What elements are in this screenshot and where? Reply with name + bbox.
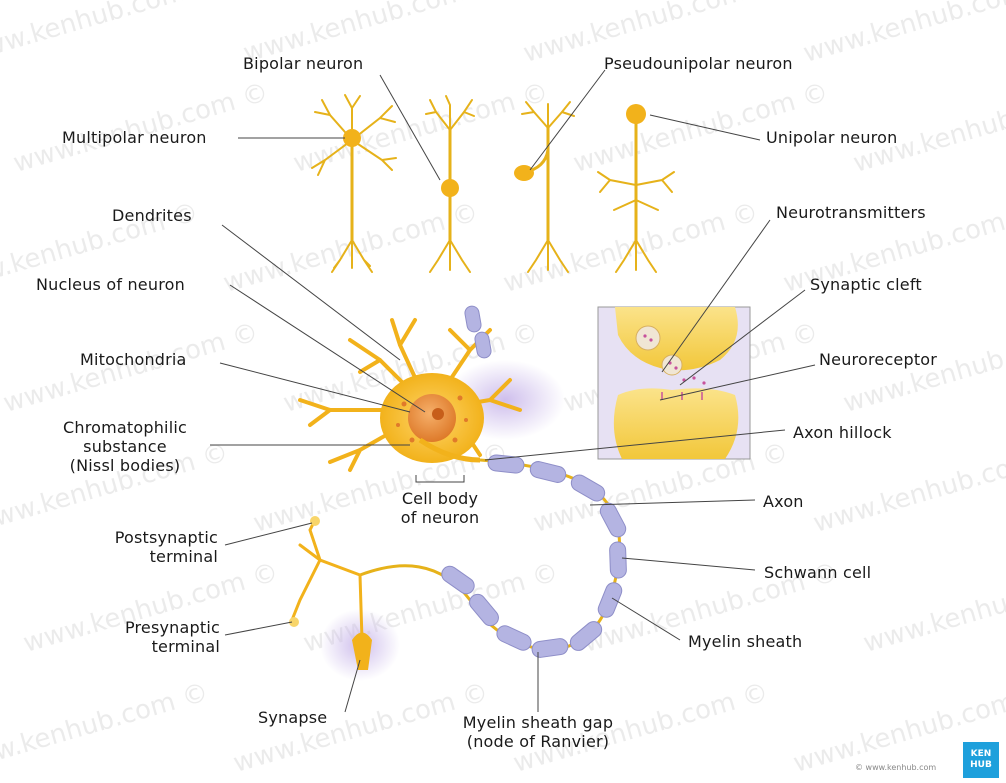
unipolar-neuron-drawing (598, 122, 674, 272)
nucleolus (432, 408, 444, 420)
label-schwann-cell: Schwann cell (764, 563, 871, 582)
label-synaptic-cleft: Synaptic cleft (810, 275, 922, 294)
label-mitochondria: Mitochondria (80, 350, 187, 369)
label-cell-body: Cell body of neuron (390, 489, 490, 527)
kenhub-logo: KEN HUB (963, 742, 999, 778)
label-unipolar-neuron: Unipolar neuron (766, 128, 897, 147)
postsynaptic-knob (310, 516, 320, 526)
label-synapse: Synapse (258, 708, 327, 727)
label-myelin-sheath: Myelin sheath (688, 632, 802, 651)
label-postsynaptic-terminal: Postsynaptic terminal (70, 528, 218, 566)
label-axon-hillock: Axon hillock (793, 423, 892, 442)
label-neurotransmitters: Neurotransmitters (776, 203, 926, 222)
postsynaptic-bulb (614, 388, 739, 459)
vesicle-1 (636, 326, 660, 350)
pseudounipolar-neuron-drawing (522, 102, 574, 272)
label-bipolar-neuron: Bipolar neuron (243, 54, 363, 73)
label-dendrites: Dendrites (112, 206, 192, 225)
credit-text: © www.kenhub.com (855, 763, 936, 772)
label-neuroreceptor: Neuroreceptor (819, 350, 937, 369)
label-node-of-ranvier: Myelin sheath gap (node of Ranvier) (440, 713, 636, 751)
label-axon: Axon (763, 492, 804, 511)
label-nucleus-of-neuron: Nucleus of neuron (36, 275, 185, 294)
myelin-segments (439, 454, 629, 658)
unipolar-soma (626, 104, 646, 124)
multipolar-soma (343, 129, 361, 147)
label-multipolar-neuron: Multipolar neuron (62, 128, 207, 147)
multipolar-neuron-drawing (312, 95, 396, 272)
bipolar-soma (441, 179, 459, 197)
pseudounipolar-soma (514, 165, 534, 181)
label-pseudounipolar-neuron: Pseudounipolar neuron (604, 54, 793, 73)
label-chromatophilic-substance: Chromatophilic substance (Nissl bodies) (46, 418, 204, 475)
label-presynaptic-terminal: Presynaptic terminal (80, 618, 220, 656)
nucleus-shape (408, 394, 456, 442)
